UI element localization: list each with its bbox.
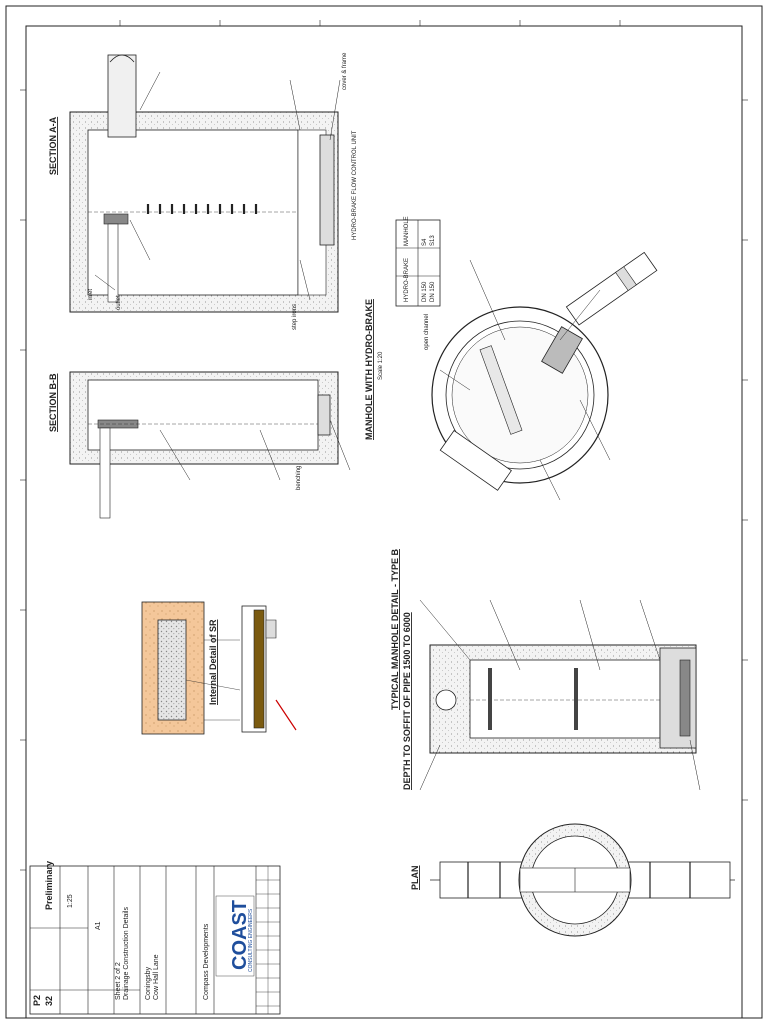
status-value: Preliminary xyxy=(44,861,54,910)
grid-ticks xyxy=(20,20,748,871)
label-inlet: inlet xyxy=(88,289,94,300)
coast-logo-box xyxy=(215,895,255,977)
scale-value: 1:25 xyxy=(67,894,74,908)
typical-manhole-plan-drawing xyxy=(430,823,735,937)
plan-title: PLAN xyxy=(410,866,420,891)
logo-text: COAST xyxy=(229,900,251,970)
hydro-brake-table xyxy=(395,219,441,307)
table-cell-s4: S4 xyxy=(422,238,428,246)
hydro-brake-note: HYDRO-BRAKE FLOW CONTROL UNIT xyxy=(352,130,358,240)
revision: P2 xyxy=(32,995,42,1006)
table-cell-s4-size: DN 150 xyxy=(422,281,428,302)
sheet-size: A1 xyxy=(95,921,102,930)
table-header-hydro-brake: HYDRO-BRAKE xyxy=(404,258,410,302)
section-bb-title: SECTION B-B xyxy=(48,373,58,432)
project-line-2: Coningsby xyxy=(145,966,152,1000)
internal-detail-title: Internal Detail of SR xyxy=(208,619,218,705)
table-cell-s13-size: DN 150 xyxy=(430,281,436,302)
section-aa-title: SECTION A-A xyxy=(48,116,58,175)
section-aa-drawing xyxy=(69,54,341,313)
typical-manhole-title: TYPICAL MANHOLE DETAIL - TYPE B xyxy=(390,548,400,710)
logo-subtext: CONSULTING ENGINEERS xyxy=(248,908,254,972)
project-line-1: Cow Hall Lane xyxy=(153,954,160,1000)
section-bb-drawing xyxy=(69,371,351,519)
drawing-title-1: Drainage Construction Details xyxy=(123,907,130,1000)
hydro-brake-plan-drawing xyxy=(431,251,658,501)
typical-manhole-subtitle: DEPTH TO SOFFIT OF PIPE 1500 TO 6000 xyxy=(402,612,412,790)
client-name: Compass Developments xyxy=(203,923,210,1000)
label-cover-frame: cover & frame xyxy=(342,52,348,90)
label-open-channel: open channel xyxy=(424,314,430,350)
sheet-inner-border xyxy=(25,25,743,1019)
internal-detail-drawing xyxy=(141,601,297,735)
drawing-title-2: Sheet 2 of 2 xyxy=(115,962,122,1000)
table-cell-s13: S13 xyxy=(430,235,436,246)
drawing-number: 32 xyxy=(44,996,54,1006)
hydro-brake-scale: Scale 1:20 xyxy=(378,351,384,380)
hydro-brake-title: MANHOLE WITH HYDRO-BRAKE xyxy=(364,299,374,440)
label-outlet: outlet xyxy=(116,295,122,310)
table-header-manhole: MANHOLE xyxy=(404,216,410,246)
title-block xyxy=(29,865,281,1015)
label-benching: benching xyxy=(296,466,302,490)
label-step-irons: step irons xyxy=(292,304,298,330)
typical-manhole-section-drawing xyxy=(419,599,701,791)
